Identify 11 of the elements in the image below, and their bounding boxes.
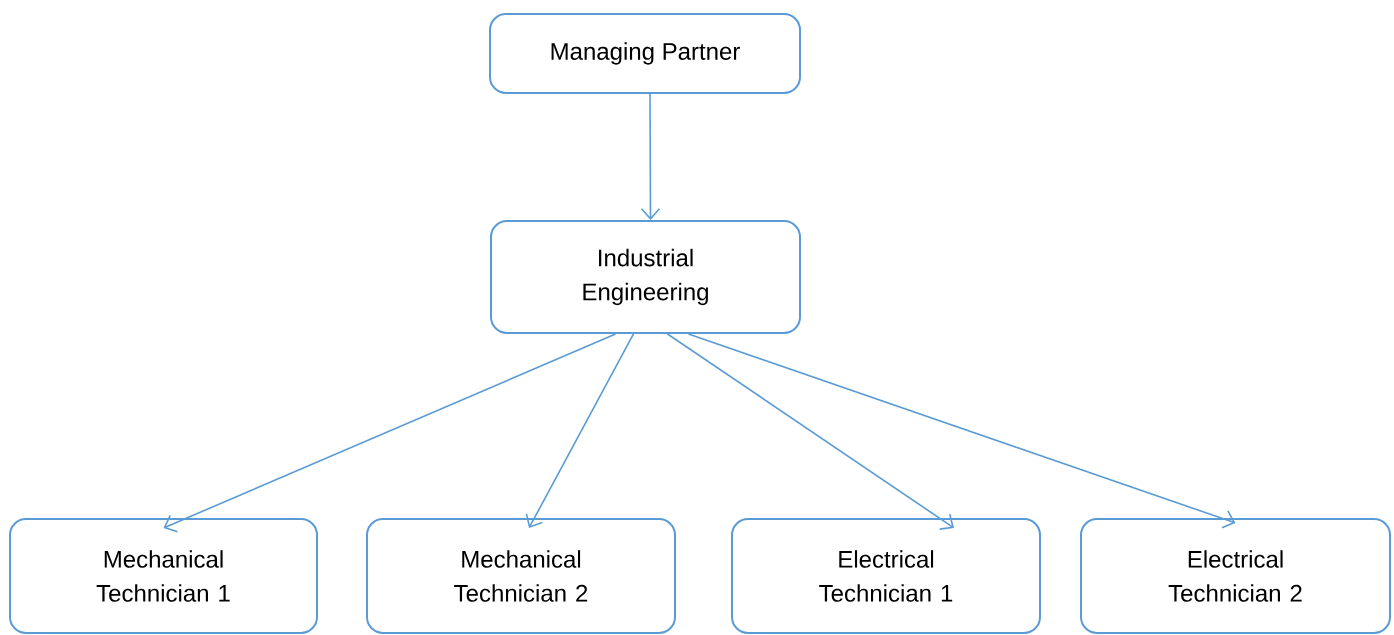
arrow <box>163 333 617 533</box>
arrow <box>666 333 954 530</box>
org-box: Electrical Technician 1 <box>731 518 1041 634</box>
arrow <box>640 93 661 220</box>
arrow <box>687 333 1236 529</box>
org-box: Managing Partner <box>489 13 801 94</box>
org-box: Electrical Technician 2 <box>1080 518 1391 634</box>
arrow <box>525 333 635 528</box>
org-box: Industrial Engineering <box>490 220 801 334</box>
org-box: Mechanical Technician 1 <box>9 518 318 634</box>
org-box: Mechanical Technician 2 <box>366 518 676 634</box>
